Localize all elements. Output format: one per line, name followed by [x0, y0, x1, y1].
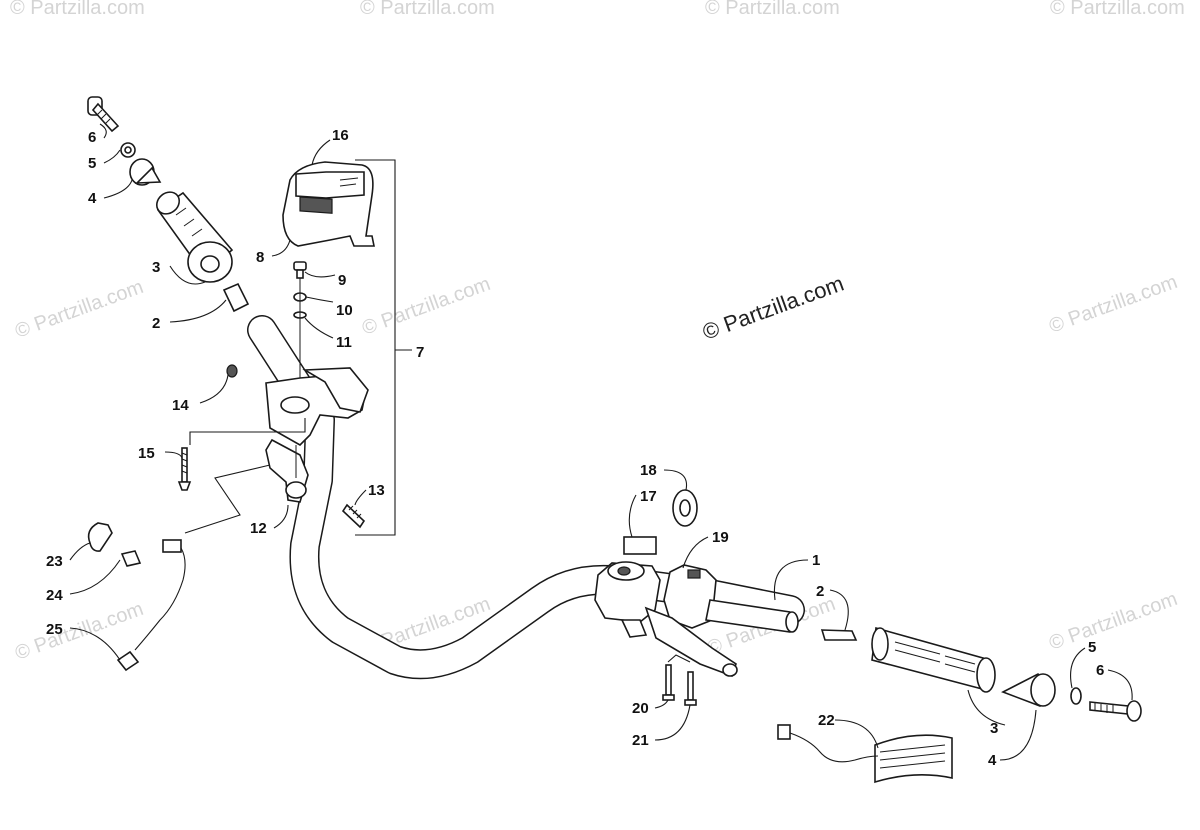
- wire-harness-left: [87, 522, 186, 672]
- watermark: © Partzilla.com: [1046, 271, 1180, 338]
- callout-label: 25: [46, 621, 63, 638]
- callout-label: 15: [138, 445, 155, 462]
- watermark: © Partzilla.com: [705, 0, 840, 19]
- callout-label: 18: [640, 462, 657, 479]
- watermark: © Partzilla.com: [1050, 0, 1185, 19]
- callout-label: 13: [368, 482, 385, 499]
- leader-lines: [69, 123, 1133, 761]
- watermark: © Partzilla.com: [12, 276, 146, 343]
- callout-label: 10: [336, 302, 353, 319]
- heater-element: [777, 724, 953, 784]
- watermark: © Partzilla.com: [360, 0, 495, 19]
- callout-label: 7: [416, 344, 424, 361]
- callout-label: 9: [338, 272, 346, 289]
- callout-label: 17: [640, 488, 657, 505]
- callout-label: 5: [88, 155, 96, 172]
- callout-labels: 6 5 4 3 2 16 8 9 10 11 7 14 15 13 12 23 …: [46, 127, 1104, 769]
- handlebar: [247, 315, 805, 680]
- callout-label: 12: [250, 520, 267, 537]
- callout-label: 23: [46, 553, 63, 570]
- watermark: © Partzilla.com: [10, 0, 145, 19]
- callout-label: 14: [172, 397, 189, 414]
- callout-label: 2: [816, 583, 824, 600]
- callout-label: 8: [256, 249, 264, 266]
- left-grip-assembly: [87, 96, 250, 313]
- callout-label: 1: [812, 552, 820, 569]
- callout-label: 3: [152, 259, 160, 276]
- callout-label: 3: [990, 720, 998, 737]
- callout-label: 19: [712, 529, 729, 546]
- callout-label: 6: [88, 129, 96, 146]
- right-control-assembly: [594, 489, 1142, 722]
- callout-label: 6: [1096, 662, 1104, 679]
- copyright-notice: © Partzilla.com: [699, 271, 847, 345]
- left-control-block: [177, 364, 369, 534]
- callout-label: 4: [988, 752, 997, 769]
- callout-label: 2: [152, 315, 160, 332]
- watermark: © Partzilla.com: [359, 273, 493, 340]
- callout-label: 20: [632, 700, 649, 717]
- callout-label: 21: [632, 732, 649, 749]
- callout-label: 16: [332, 127, 349, 144]
- callout-label: 22: [818, 712, 835, 729]
- watermark: © Partzilla.com: [1046, 588, 1180, 655]
- switch-housing: [282, 161, 375, 410]
- callout-label: 11: [336, 334, 352, 351]
- callout-label: 5: [1088, 639, 1096, 656]
- callout-label: 24: [46, 587, 63, 604]
- callout-label: 4: [88, 190, 97, 207]
